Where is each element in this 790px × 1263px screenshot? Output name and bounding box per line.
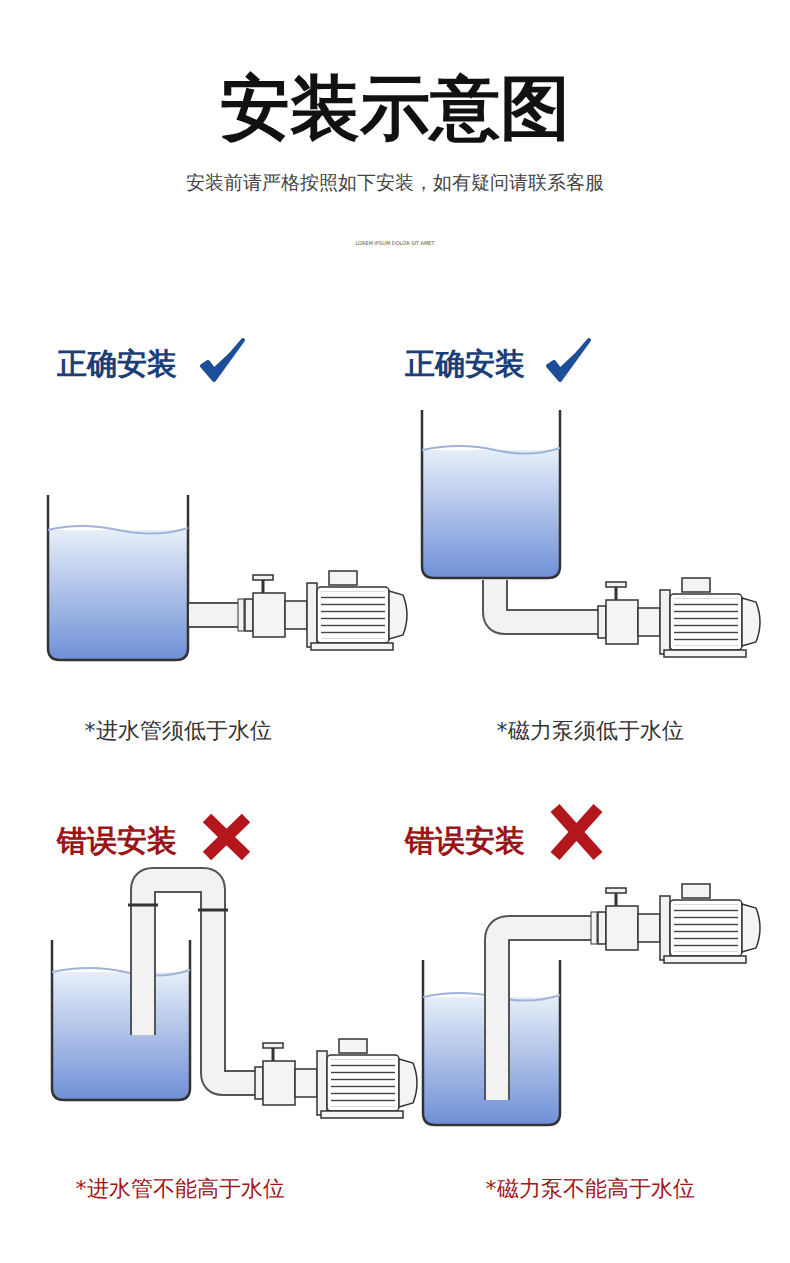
correct-heading: 正确安装 — [405, 344, 525, 385]
page-title: 安装示意图 — [220, 62, 570, 156]
note: *磁力泵须低于水位 — [497, 716, 684, 746]
wrong-heading: 错误安装 — [57, 821, 177, 862]
subtitle: 安装前请严格按照如下安装，如有疑问请联系客服 — [186, 170, 604, 196]
filler-text: LOREM IPSUM DOLOR SIT AMET — [356, 240, 435, 246]
wrong-heading: 错误安装 — [405, 821, 525, 862]
correct-heading: 正确安装 — [57, 344, 177, 385]
note: *进水管不能高于水位 — [76, 1174, 285, 1204]
note: *磁力泵不能高于水位 — [486, 1174, 695, 1204]
note: *进水管须低于水位 — [85, 716, 272, 746]
